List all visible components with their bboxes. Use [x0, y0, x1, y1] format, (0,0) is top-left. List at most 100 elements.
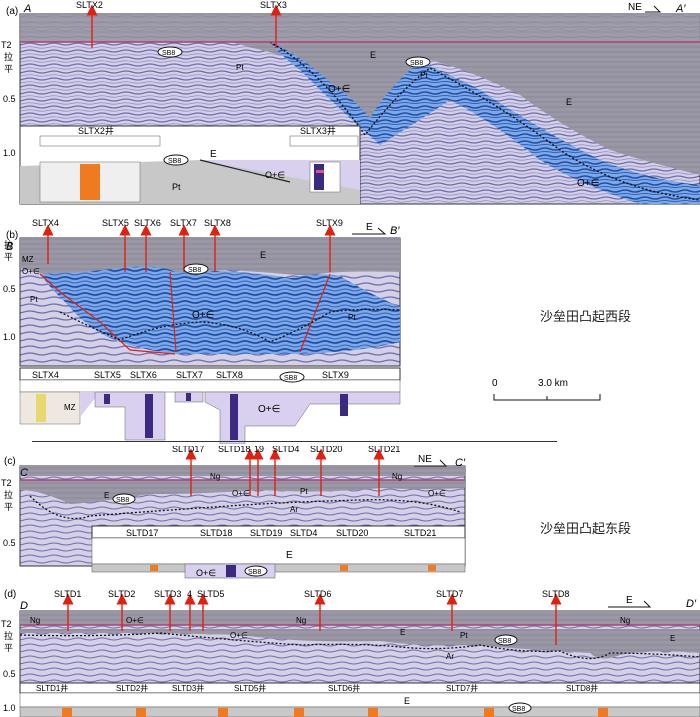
oe-label: O+∈ [577, 178, 599, 189]
sb8-marker [163, 154, 189, 166]
bottom-well-label: SLTD18 [200, 528, 232, 538]
unconformity-line [29, 495, 461, 520]
axis-flattened-bottom: 平 [4, 502, 13, 512]
direction-arrow-icon [414, 459, 448, 467]
sb8-label: SB8 [512, 706, 525, 713]
oe-label: O+∈ [230, 631, 248, 640]
e-label: E [260, 250, 266, 260]
e-label: E [404, 696, 410, 706]
correlation-line [199, 159, 291, 183]
lithology-bar [136, 708, 146, 717]
well-label: SLTX8 [204, 218, 231, 228]
direction-arrow-icon [608, 600, 652, 608]
scale-bar: 0 3.0 km [492, 378, 601, 401]
bottom-well-label: SLTD20 [336, 528, 368, 538]
well-label: SLTX3 [260, 0, 287, 10]
oe-label: O+∈ [265, 170, 285, 180]
lithology-bar [294, 708, 304, 717]
section-start: B [6, 241, 13, 253]
bottom-well-label: SLTD1井 [36, 683, 68, 693]
lithology-bar [150, 565, 158, 571]
oe-label: O+∈ [328, 84, 350, 95]
sb8-marker [508, 702, 532, 714]
bottom-well-label: SLTX6 [130, 370, 157, 380]
axis-t2: T2 [1, 478, 12, 488]
oe-label: O+∈ [22, 267, 40, 276]
pt-label: Pt [172, 182, 181, 192]
tick-label: 1.0 [3, 332, 16, 342]
well-label: SLTX7 [170, 218, 197, 228]
lithology-bar [368, 708, 378, 717]
tick-label: 1.0 [3, 148, 16, 158]
oe-label: O+∈ [196, 568, 216, 578]
well-label: SLTD5 [197, 589, 224, 599]
well-label: SLTD4 [272, 446, 299, 454]
sb8-label: SB8 [188, 267, 201, 274]
sb8-marker [183, 263, 209, 275]
lithology-bar [230, 394, 238, 440]
well-header-table [289, 135, 359, 147]
well-label: 19 [254, 446, 264, 454]
section-start: A [23, 3, 31, 15]
sb8-label: SB8 [498, 638, 511, 645]
bottom-well-label: SLTD3井 [172, 683, 204, 693]
well-label: SLTD2 [108, 589, 135, 599]
well-label: SLTX9 [316, 218, 343, 228]
axis-flattened-bottom: 平 [4, 643, 13, 653]
lithology-bar [218, 708, 228, 717]
tick-label: 0.5 [3, 669, 16, 679]
ng-label: Ng [30, 616, 40, 625]
sb8-marker [405, 56, 431, 68]
bottom-well-label: SLTX3井 [300, 125, 336, 136]
oe-label: O+∈ [428, 489, 446, 498]
bottom-well-label: SLTX4 [32, 370, 59, 380]
direction-arrow-icon [352, 227, 387, 235]
upper-strata [20, 466, 465, 476]
oe-label: O+∈ [258, 404, 280, 415]
well-label: SLTD20 [310, 446, 342, 454]
o-cambrian-zone [40, 266, 400, 354]
section-start: C [20, 467, 28, 479]
upper-strata [20, 14, 700, 42]
section-end: C′ [455, 457, 466, 469]
lithology-bar [484, 708, 494, 717]
pt-basement-fill [19, 706, 700, 717]
bottom-well-label: SLTD17 [126, 528, 158, 538]
direction-label: NE [418, 454, 432, 465]
east-segment-label: 沙垒田凸起东段 [540, 522, 632, 537]
axis-flattened-bottom: 平 [4, 252, 13, 262]
oe-label: O+∈ [232, 489, 250, 498]
lithology-bar [226, 565, 236, 577]
e-label: E [370, 50, 376, 60]
unconformity-line [19, 632, 700, 660]
well-label: SLTX4 [32, 218, 59, 228]
e-formation-zone [20, 480, 465, 504]
panel-tag: (c) [4, 456, 16, 467]
well-label: SLTD7 [436, 589, 463, 599]
sb8-label: SB8 [116, 497, 129, 504]
well-header-table [39, 135, 161, 147]
section-end: B′ [390, 225, 400, 237]
section-end: D′ [686, 598, 697, 610]
lithology-bar [80, 164, 100, 200]
bottom-well-label: SLTX7 [176, 370, 203, 380]
lithology-bar [340, 394, 348, 416]
tick-label: 0.5 [3, 538, 16, 548]
well-label: SLTD1 [54, 589, 81, 599]
scale-line [493, 394, 601, 401]
pt-label: Pt [236, 63, 244, 72]
oe-label: O+∈ [126, 616, 144, 625]
axis-flattened-top: 拉 [4, 51, 13, 62]
pt-label: Pt [348, 313, 356, 322]
e-formation-zone [20, 629, 700, 659]
e-formation-zone [230, 42, 700, 175]
lithology-bar [598, 708, 608, 717]
panel-tag: (d) [4, 589, 16, 600]
e-label: E [670, 634, 675, 643]
panel-tag: (b) [6, 230, 18, 241]
bottom-well-label: SLTX2井 [78, 125, 114, 136]
well-log-column [19, 391, 81, 425]
well-header-table [19, 379, 401, 393]
fault-line [169, 271, 177, 353]
ar-label: Ar [290, 505, 298, 514]
